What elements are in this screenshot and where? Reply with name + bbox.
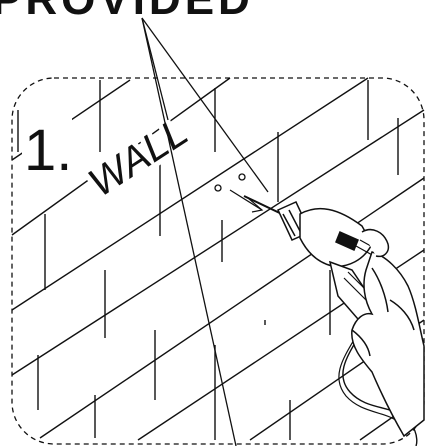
hand-icon — [352, 230, 424, 436]
step-number: 1. — [24, 118, 72, 183]
header-text: PROVIDED — [0, 0, 254, 24]
drill-arrow — [230, 190, 262, 212]
wall-label: WALL — [81, 110, 196, 206]
dashed-frame — [12, 78, 424, 444]
screw-hole-icon — [215, 174, 245, 191]
leader-lines — [142, 18, 268, 446]
brick-wall — [12, 78, 424, 440]
